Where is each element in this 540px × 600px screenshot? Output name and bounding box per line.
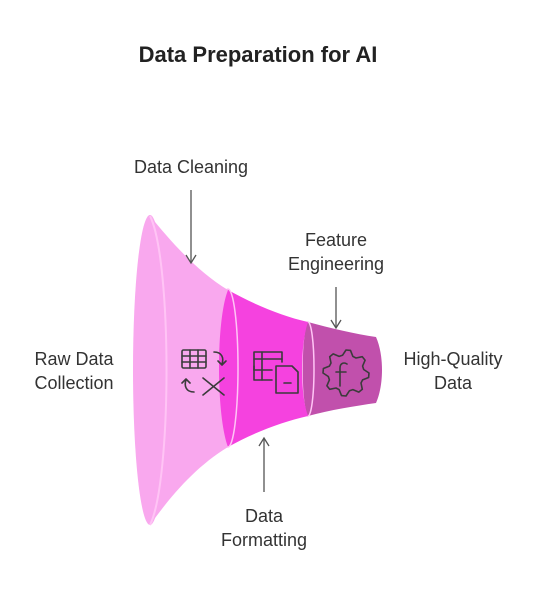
arrow-head-data-cleaning bbox=[185, 254, 197, 265]
funnel-mouth-inner bbox=[149, 215, 168, 526]
label-data-cleaning: Data Cleaning bbox=[134, 157, 248, 177]
arrow-head-data-formatting bbox=[258, 436, 270, 447]
function-gear-icon bbox=[322, 349, 370, 397]
arrow-head-feature-engineering bbox=[330, 319, 342, 330]
label-high-quality-line2: Data bbox=[434, 373, 473, 393]
label-feature-engineering-line2: Engineering bbox=[288, 254, 384, 274]
funnel-mouth bbox=[133, 215, 167, 525]
label-data-formatting-line2: Formatting bbox=[221, 530, 307, 550]
funnel-segment-raw bbox=[150, 216, 228, 525]
arrows bbox=[185, 190, 342, 492]
label-high-quality-line1: High-Quality bbox=[403, 349, 502, 369]
diagram-title: Data Preparation for AI bbox=[139, 42, 378, 67]
funnel-segment-formatting bbox=[228, 290, 308, 447]
label-feature-engineering-line1: Feature bbox=[305, 230, 367, 250]
label-raw-data-line1: Raw Data bbox=[34, 349, 114, 369]
table-transform-icon bbox=[181, 349, 227, 396]
table-document-icon bbox=[253, 351, 299, 394]
label-data-formatting-line1: Data bbox=[245, 506, 284, 526]
funnel bbox=[133, 215, 382, 526]
label-raw-data-line2: Collection bbox=[34, 373, 113, 393]
funnel-segment-engineering bbox=[308, 322, 382, 416]
